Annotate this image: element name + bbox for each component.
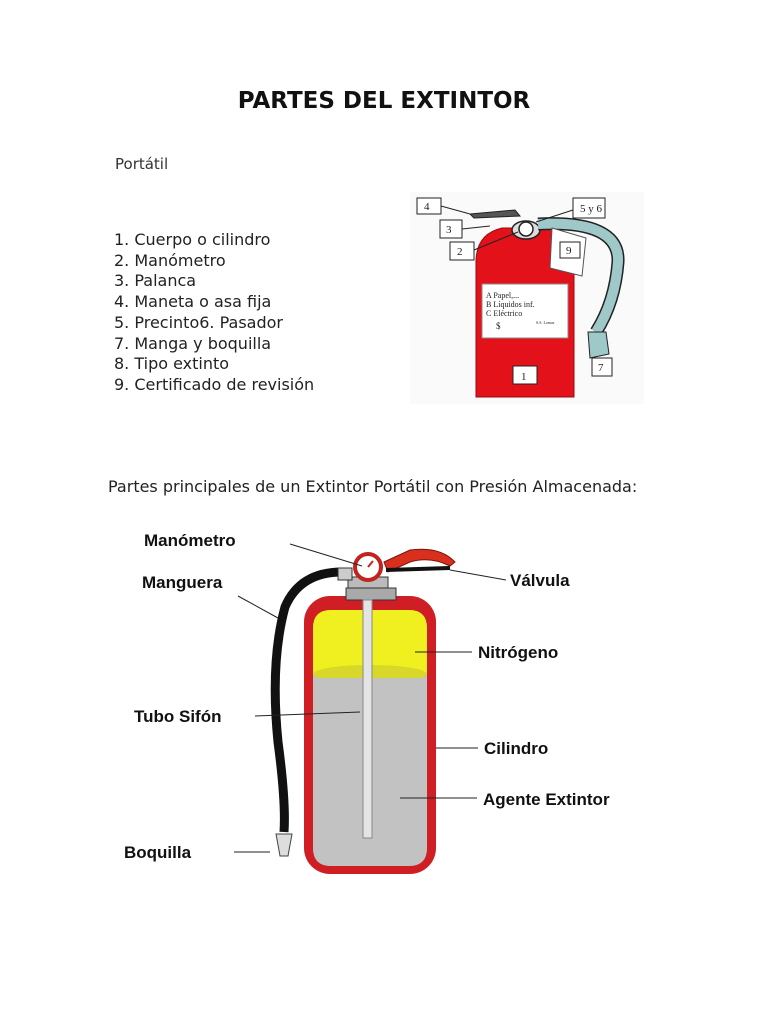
callout-label: 7: [598, 362, 604, 374]
list-item: 5. Precinto6. Pasador: [114, 312, 283, 332]
nozzle-icon: [587, 331, 610, 359]
callout-box: [512, 365, 538, 385]
label-fine-print: S.S. Lomas: [536, 320, 555, 325]
portable-extinguisher-diagram: A Papel,... B Líquidos inf. C Eléctrico …: [410, 192, 644, 404]
page-title: PARTES DEL EXTINTOR: [237, 88, 531, 114]
caption: Partes principales de un Extintor Portát…: [108, 477, 638, 496]
pressure-gauge-icon: [518, 221, 534, 237]
nitrogeno-label: Nitrógeno: [478, 643, 558, 662]
label-line: B Líquidos inf.: [486, 300, 535, 309]
list-item: 2. Manómetro: [114, 250, 226, 270]
hose-icon: [270, 567, 343, 833]
valvula-label: Válvula: [510, 571, 570, 590]
callout-box: [591, 357, 613, 377]
callout-label: 9: [566, 245, 572, 257]
callout-label: 2: [457, 246, 463, 258]
list-item: 4. Maneta o asa fija: [114, 292, 272, 312]
tubo-sifon-label: Tubo Sifón: [134, 707, 222, 726]
list-item: 7. Manga y boquilla: [114, 333, 272, 353]
agente-extintor-label: Agente Extintor: [483, 790, 610, 809]
parts-list: 1. Cuerpo o cilindro 2. Manómetro 3. Pal…: [114, 230, 314, 396]
lever-icon: [383, 548, 456, 573]
manometro-label: Manómetro: [144, 531, 236, 550]
manguera-label: Manguera: [142, 573, 223, 592]
section-subtitle: Portátil: [115, 155, 169, 173]
list-item: 3. Palanca: [114, 271, 197, 291]
boquilla-label: Boquilla: [124, 843, 192, 862]
callout-box: [572, 197, 606, 219]
nozzle-icon: [275, 833, 293, 857]
list-item: 8. Tipo extinto: [114, 354, 230, 374]
list-item: 1. Cuerpo o cilindro: [114, 230, 271, 249]
callout-box: [449, 241, 475, 261]
list-item: 9. Certificado de revisión: [114, 374, 315, 394]
lever-icon: [468, 209, 522, 219]
callout-label: 5 y 6: [580, 203, 603, 215]
label-line: C Eléctrico: [486, 309, 522, 318]
cilindro-label: Cilindro: [484, 739, 548, 758]
label-symbol: $: [496, 321, 501, 331]
callout-label: 3: [446, 224, 452, 236]
label-line: A Papel,...: [486, 291, 519, 300]
callout-label: 1: [521, 371, 527, 383]
callout-box: [559, 241, 581, 259]
callout-label: 4: [424, 201, 430, 213]
siphon-tube: [362, 599, 373, 839]
type-label: [481, 283, 569, 339]
stored-pressure-extinguisher-diagram: Manómetro Manguera Válvula Nitrógeno Tub…: [124, 531, 610, 874]
